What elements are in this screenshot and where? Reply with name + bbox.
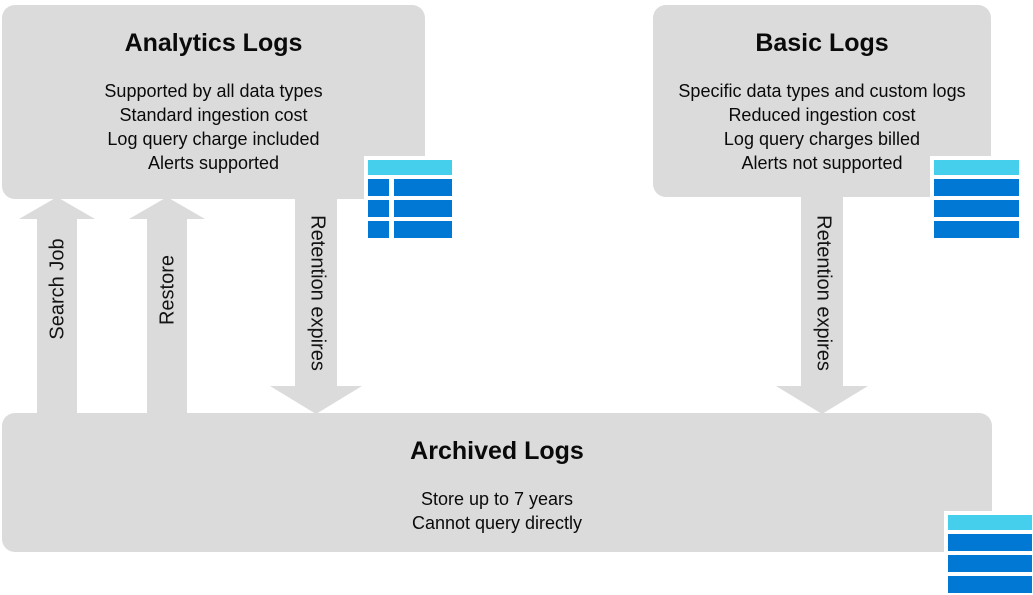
retention-expires-label-left: Retention expires (306, 215, 329, 371)
basic-line: Log query charges billed (723, 129, 921, 149)
log-list-icon-bar (934, 179, 1019, 196)
basic-line: Specific data types and custom logs (678, 81, 966, 101)
log-list-icon (944, 511, 1033, 595)
log-list-icon-bar (934, 200, 1019, 217)
restore-arrow-label: Restore (156, 254, 179, 326)
log-list-icon-header-bar (948, 515, 1032, 530)
table-icon (364, 156, 456, 242)
log-list-icon (930, 156, 1023, 242)
analytics-line: Alerts supported (147, 153, 280, 173)
archived-line: Cannot query directly (411, 513, 583, 533)
archived-logs-box: Archived Logs Store up to 7 years Cannot… (2, 413, 992, 552)
log-list-icon-header-bar (934, 160, 1019, 175)
table-icon-row (368, 200, 452, 217)
basic-line: Reduced ingestion cost (728, 105, 916, 125)
archived-logs-title: Archived Logs (410, 437, 584, 465)
basic-logs-title: Basic Logs (755, 29, 889, 57)
analytics-logs-title: Analytics Logs (124, 29, 303, 57)
log-list-icon-bar (948, 534, 1032, 551)
analytics-line: Standard ingestion cost (119, 105, 308, 125)
analytics-line: Supported by all data types (104, 81, 323, 101)
basic-logs-box: Basic Logs Specific data types and custo… (653, 5, 991, 197)
search-job-arrow (19, 197, 95, 414)
retention-expires-label-right: Retention expires (812, 215, 835, 371)
retention-expires-arrow-left (270, 197, 362, 414)
basic-logs-details: Specific data types and custom logs Redu… (653, 79, 991, 175)
search-job-arrow-label: Search Job (46, 238, 69, 340)
basic-line: Alerts not supported (741, 153, 903, 173)
table-icon-header-bar (368, 160, 452, 175)
table-icon-row (368, 179, 452, 196)
table-icon-row (368, 221, 452, 238)
restore-arrow (129, 197, 205, 414)
log-list-icon-bar (948, 555, 1032, 572)
analytics-line: Log query charge included (107, 129, 320, 149)
archived-line: Store up to 7 years (420, 489, 574, 509)
log-list-icon-bar (934, 221, 1019, 238)
retention-expires-arrow-right (776, 197, 868, 414)
archived-logs-details: Store up to 7 years Cannot query directl… (2, 487, 992, 535)
analytics-logs-box: Analytics Logs Supported by all data typ… (2, 5, 425, 199)
log-list-icon-bar (948, 576, 1032, 593)
analytics-logs-details: Supported by all data types Standard ing… (2, 79, 425, 175)
